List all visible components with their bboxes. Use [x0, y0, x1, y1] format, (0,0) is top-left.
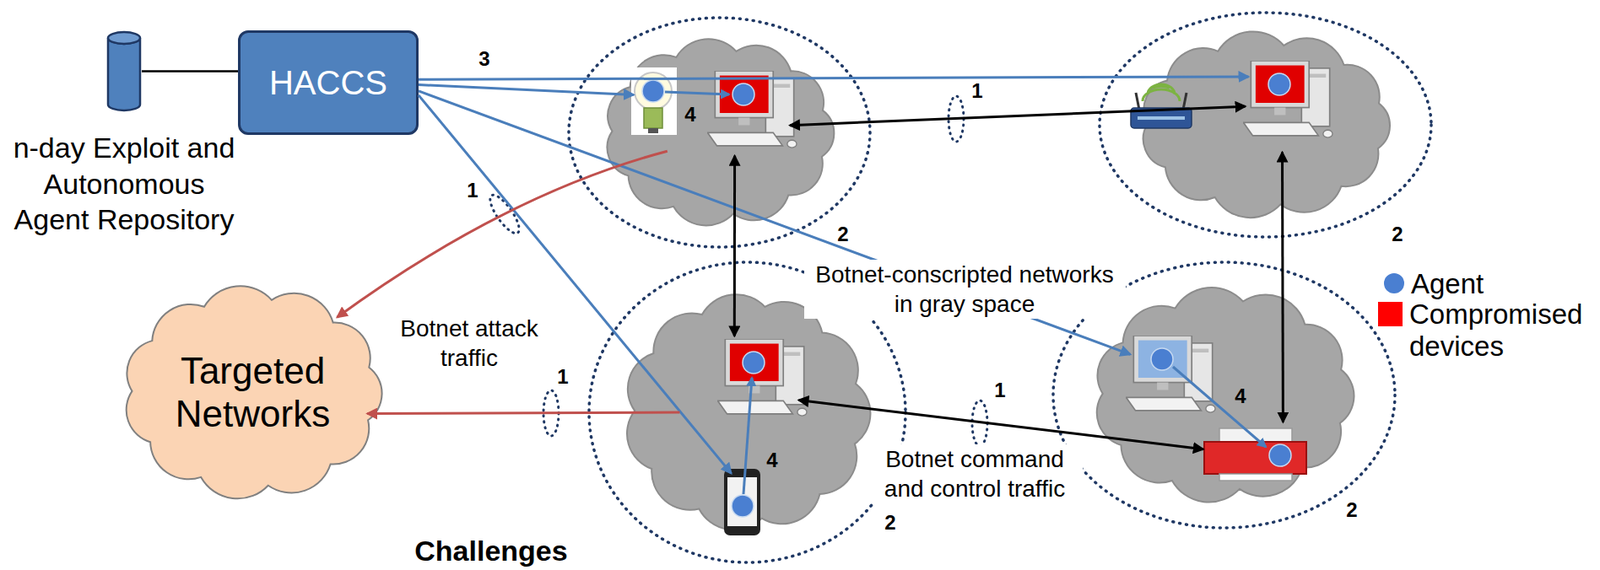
box-title: HACCS — [269, 64, 388, 102]
router-icon — [1137, 116, 1185, 120]
callout-number: 2 — [837, 224, 849, 245]
callout-number: 2 — [1345, 500, 1357, 521]
callout-number: 1 — [994, 380, 1006, 401]
phone-icon — [724, 469, 761, 536]
callout-number: 4 — [684, 104, 696, 125]
printer-icon — [1204, 442, 1307, 475]
attack-traffic-arrow — [337, 151, 668, 318]
c2-link-arrow — [733, 156, 736, 337]
callout-number: 4 — [766, 450, 778, 471]
router-icon — [1183, 92, 1187, 110]
database-cylinder — [106, 30, 142, 113]
computer-icon — [707, 70, 797, 148]
legend-swatch — [1378, 302, 1403, 327]
target-network-cloud: Targeted Networks — [102, 275, 404, 511]
attack-traffic-arrow — [367, 412, 680, 415]
agent-dot — [732, 83, 755, 106]
callout-number: 2 — [1391, 224, 1403, 245]
agent-dot — [642, 80, 665, 103]
legend-text: Agent — [1410, 268, 1484, 301]
computer-icon — [717, 339, 807, 417]
database-cylinder — [108, 32, 141, 44]
section-heading: Challenges — [414, 535, 568, 568]
agent-dot — [1268, 73, 1291, 96]
router-icon — [1130, 84, 1192, 129]
cloud-outline — [126, 286, 383, 499]
printer-icon — [1219, 474, 1292, 482]
callout-number: 1 — [466, 180, 478, 201]
light-bulb-icon — [643, 108, 663, 129]
callout-number: 2 — [884, 513, 896, 534]
legend-row: Agent — [1383, 268, 1484, 301]
cloud-outline — [607, 38, 835, 226]
cloud-outline — [1099, 12, 1432, 238]
c2-link-arrow — [141, 70, 238, 73]
cloud-title: Targeted Networks — [156, 350, 351, 436]
repository-cylinder: n-day Exploit and Autonomous Agent Repos… — [106, 30, 142, 113]
haccs-box: HACCS — [237, 30, 419, 136]
deployment-arrow — [418, 76, 1249, 80]
agent-dot — [731, 495, 754, 518]
c2-link-arrow — [1281, 152, 1285, 423]
cloud-outline — [1097, 287, 1355, 503]
repository-label: n-day Exploit and Autonomous Agent Repos… — [10, 129, 238, 238]
c2-link-arrow — [789, 106, 1246, 126]
phone-icon — [727, 477, 757, 527]
computer-icon — [1243, 60, 1333, 138]
c2-link-arrow — [799, 400, 1204, 450]
agent-dot — [642, 73, 1292, 518]
computer-icon — [1125, 335, 1216, 413]
callout-number: 3 — [478, 48, 490, 70]
router-icon — [1135, 92, 1140, 110]
legend-row: Compromised devices — [1378, 298, 1594, 363]
computer-icon — [707, 60, 1333, 417]
legend-text: Compromised devices — [1409, 298, 1594, 363]
database-cylinder — [108, 37, 141, 111]
annotation-text: Botnet attack traffic — [386, 313, 552, 373]
callout-number: 1 — [971, 81, 983, 102]
annotation-text: Botnet command and control traffic — [866, 444, 1083, 504]
agent-dot — [1269, 444, 1292, 467]
router-icon — [1142, 84, 1180, 102]
agent-spread-arrow — [1172, 367, 1266, 448]
agent-spread-arrow — [743, 378, 752, 495]
light-bulb-icon — [648, 128, 659, 134]
deployment-arrow — [418, 95, 732, 475]
agent-spread-arrow — [664, 91, 730, 95]
legend-swatch — [1383, 273, 1405, 294]
phone-icon — [724, 469, 761, 536]
cloud-outline — [568, 17, 871, 248]
callout-number: 4 — [1234, 386, 1246, 407]
agent-dot — [742, 351, 765, 374]
agent-dot — [1151, 348, 1173, 371]
annotation-text: Botnet-conscripted networks in gray spac… — [804, 259, 1126, 319]
callout-number: 1 — [556, 367, 568, 388]
deployment-arrow — [418, 85, 634, 96]
agent-spread-arrow — [664, 91, 1266, 495]
